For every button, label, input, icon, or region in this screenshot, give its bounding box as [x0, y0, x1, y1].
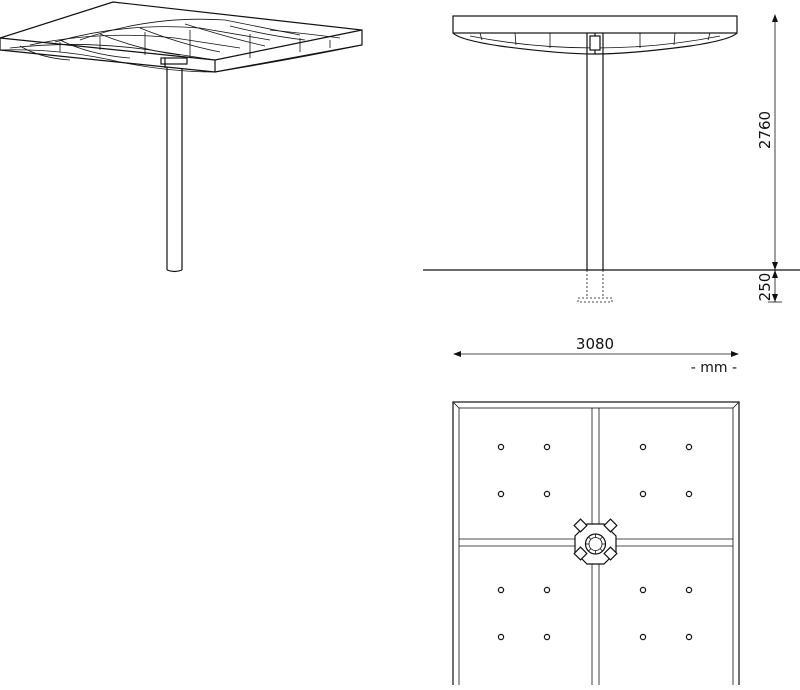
bolt: [497, 443, 505, 451]
elevation-canopy: [452, 15, 738, 34]
perspective-post: [166, 62, 183, 273]
plan-view: [452, 401, 740, 687]
bolt: [685, 633, 693, 641]
bolt: [639, 633, 647, 641]
foundation: [577, 270, 613, 303]
bolt: [639, 443, 647, 451]
elevation-view: 2760 250: [423, 14, 800, 303]
width-dimension: [453, 351, 739, 357]
bolt: [639, 586, 647, 594]
bolt: [543, 586, 551, 594]
unit-label: - mm -: [691, 360, 737, 376]
bolt: [543, 490, 551, 498]
elevation-post: [586, 33, 604, 270]
bolt: [497, 490, 505, 498]
width-label: 3080: [576, 335, 614, 353]
height-dimension: [768, 14, 782, 303]
bolt: [497, 586, 505, 594]
bolt: [639, 490, 647, 498]
bolt: [685, 443, 693, 451]
perspective-canopy: [0, 1, 363, 73]
perspective-view: [0, 1, 363, 273]
height-above-ground-label: 2760: [756, 111, 774, 149]
bolt: [685, 586, 693, 594]
depth-below-ground-label: 250: [756, 273, 774, 302]
bolt: [685, 490, 693, 498]
central-hub: [573, 518, 618, 565]
bolt: [543, 633, 551, 641]
plan-bolts: [497, 443, 693, 641]
bolt: [497, 633, 505, 641]
bolt: [543, 443, 551, 451]
